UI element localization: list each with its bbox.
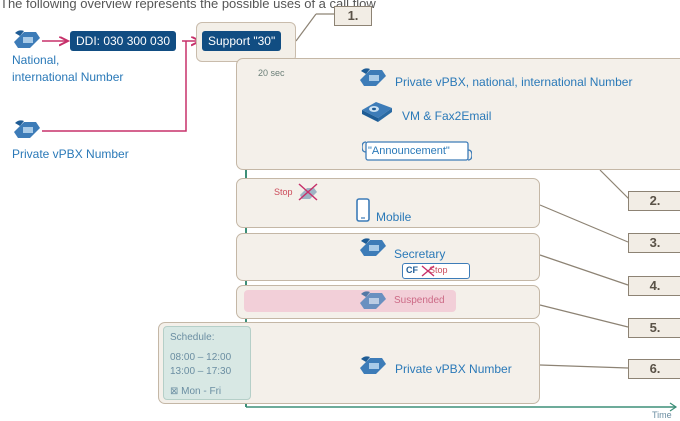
schedule-line: 08:00 – 12:00 (170, 352, 232, 363)
time-label: Time (652, 410, 672, 420)
step-number-4: 4. (628, 276, 680, 296)
header-text: The following overview represents the po… (0, 0, 376, 11)
step-frame-3 (236, 178, 540, 228)
external-number-label: National, international Number (12, 53, 124, 84)
suspended-band (244, 290, 456, 312)
step-number-6: 6. (628, 359, 680, 379)
stop-label: Stop (274, 187, 293, 197)
mobile-icon (356, 198, 370, 222)
phone-icon (12, 118, 42, 140)
step-frame-4 (236, 233, 540, 281)
delay-label: 20 sec (258, 68, 285, 78)
destination-label: Private vPBX, national, international Nu… (395, 75, 633, 89)
announcement-scroll-icon (362, 138, 472, 164)
source-connector (42, 41, 187, 132)
destination-label: Mobile (376, 210, 412, 224)
voicemail-icon (360, 100, 394, 124)
step-number-1: 1. (334, 6, 372, 26)
phone-icon (358, 354, 388, 376)
ddi-box[interactable]: DDI: 030 300 030 (70, 31, 177, 51)
destination-label: Secretary (394, 247, 446, 261)
schedule-line: 13:00 – 17:30 (170, 366, 232, 377)
schedule-days: ⊠ Mon - Fri (170, 386, 222, 397)
destination-label: "Announcement" (368, 145, 450, 157)
cf-stop-label: Stop (429, 265, 448, 275)
cf-label: CF (406, 265, 418, 275)
phone-icon (12, 28, 42, 50)
step-number-3: 3. (628, 233, 680, 253)
phone-icon (358, 236, 388, 258)
phone-icon (358, 66, 388, 88)
cross-icon (297, 182, 319, 202)
step-number-2: 2. (628, 191, 680, 211)
destination-label: VM & Fax2Email (402, 109, 492, 123)
suspended-label: Suspended (394, 295, 445, 306)
step-number-5: 5. (628, 318, 680, 338)
support-box[interactable]: Support "30" (202, 31, 282, 51)
phone-icon (358, 289, 388, 311)
cf-badge: CF Stop (402, 263, 470, 279)
schedule-box: Schedule: 08:00 – 12:00 13:00 – 17:30 ⊠ … (163, 326, 251, 400)
schedule-title: Schedule: (170, 332, 215, 343)
internal-number-label: Private vPBX Number (12, 147, 129, 161)
cross-icon (421, 265, 435, 277)
destination-label: Private vPBX Number (395, 362, 512, 376)
